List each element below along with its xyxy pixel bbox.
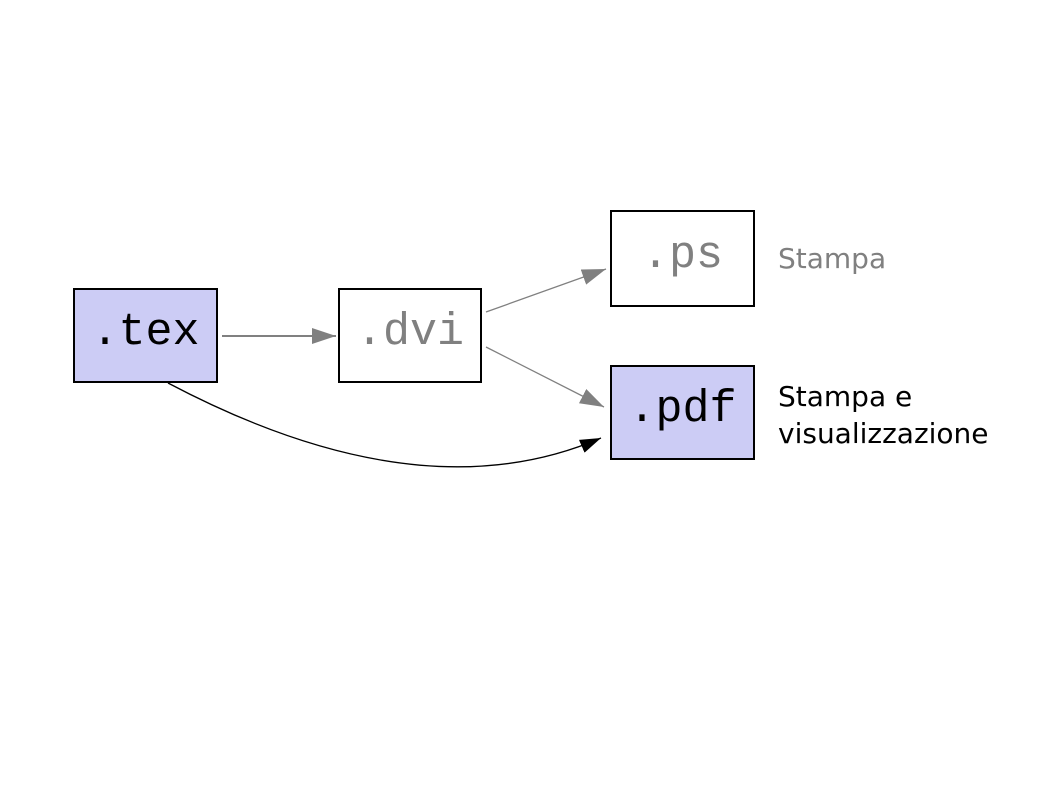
annotation-stampa-e-visualizzazione: Stampa e visualizzazione — [778, 380, 989, 450]
node-pdf: .pdf — [610, 365, 755, 460]
arrow-dvi-to-pdf — [485, 346, 605, 408]
annotation-stampa: Stampa — [778, 242, 887, 275]
arrow-tex-to-pdf-curved — [167, 382, 602, 468]
node-tex: .tex — [73, 288, 218, 383]
arrow-dvi-to-ps — [485, 268, 607, 313]
node-ps: .ps — [610, 210, 755, 307]
node-dvi: .dvi — [338, 288, 482, 383]
